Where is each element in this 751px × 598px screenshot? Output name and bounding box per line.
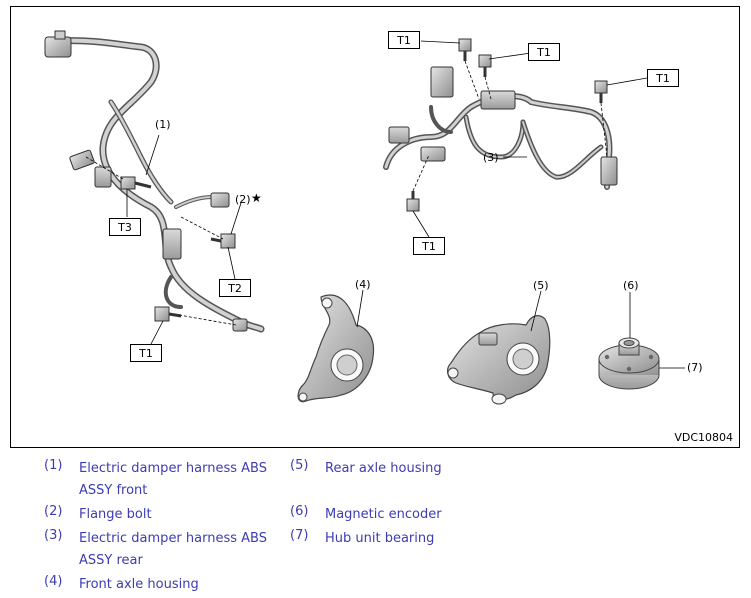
front-axle-housing [297, 294, 375, 403]
leader-5 [530, 290, 542, 332]
rear-leaders [412, 40, 648, 238]
bolt-t2 [210, 233, 236, 249]
callout-3: (3) [483, 151, 499, 164]
legend-number: (5) [290, 458, 309, 473]
legend-number: (6) [290, 504, 309, 519]
legend-number: (3) [44, 528, 63, 543]
front-connector-right [162, 192, 248, 332]
callout-5: (5) [533, 279, 549, 292]
legend-number: (2) [44, 504, 63, 519]
torque-label-t1-a: T1 [388, 31, 420, 49]
legend-text: Electric damper harness ABS ASSY rear [79, 531, 267, 568]
legend-text: Electric damper harness ABS ASSY front [79, 461, 267, 498]
front-dashed-leaders [85, 156, 237, 326]
torque-label-t1-c: T1 [647, 69, 679, 87]
legend-number: (1) [44, 458, 63, 473]
bolt-t3 [120, 176, 152, 190]
exploded-diagram: (1) (2) ★ (3) (4) (5) (6) (7) T1 T1 T1 T… [10, 6, 740, 448]
callout-6: (6) [623, 279, 639, 292]
torque-label-t2: T2 [219, 279, 251, 297]
rear-harness [383, 93, 613, 190]
bolt-t1-front [154, 306, 182, 322]
legend-number: (4) [44, 574, 63, 589]
hub-unit-bearing [598, 344, 660, 390]
callout-2: (2) [235, 193, 251, 206]
front-harness [57, 37, 265, 333]
legend-text: Hub unit bearing [325, 531, 435, 546]
rear-bolts [406, 38, 608, 212]
front-connector-mid [69, 149, 112, 188]
callout-7: (7) [687, 361, 703, 374]
figure-id: VDC10804 [674, 431, 733, 444]
legend-text: Flange bolt [79, 507, 152, 522]
torque-label-t3: T3 [109, 218, 141, 236]
callout-2-star: ★ [251, 191, 262, 205]
rear-connectors [388, 66, 618, 186]
legend-text: Magnetic encoder [325, 507, 442, 522]
callout-4: (4) [355, 278, 371, 291]
torque-label-t1-b: T1 [528, 43, 560, 61]
front-connector-top [44, 30, 72, 58]
legend-text: Front axle housing [79, 577, 199, 592]
torque-label-t1-e: T1 [130, 344, 162, 362]
rear-dashed-leaders [412, 60, 608, 192]
legend-number: (7) [290, 528, 309, 543]
torque-label-t1-d: T1 [413, 237, 445, 255]
leader-4 [356, 289, 364, 328]
diagram-artwork [44, 30, 685, 405]
magnetic-encoder [618, 337, 640, 356]
callout-1: (1) [155, 118, 171, 131]
front-leaders [126, 134, 242, 345]
legend-text: Rear axle housing [325, 461, 442, 476]
rear-axle-housing [446, 315, 551, 405]
